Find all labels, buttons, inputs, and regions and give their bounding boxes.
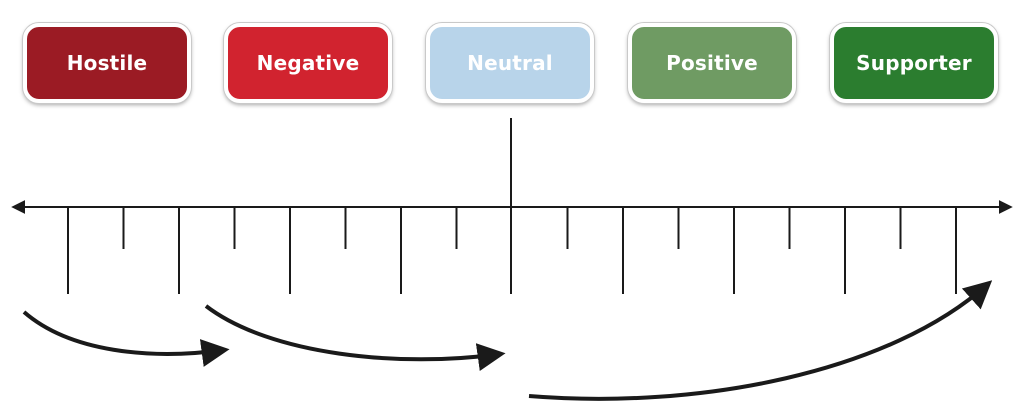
category-label-neutral: Neutral (467, 51, 553, 75)
shift-arrow-negative-to-neutral (204, 304, 506, 371)
category-label-hostile: Hostile (66, 51, 148, 75)
category-box-hostile: Hostile (23, 23, 191, 103)
shift-arrow-neutral-to-supporter (528, 280, 993, 401)
shift-arrow-hostile-to-negative (22, 310, 230, 367)
category-label-positive: Positive (666, 51, 758, 75)
category-label-supporter: Supporter (856, 51, 972, 75)
category-box-supporter: Supporter (830, 23, 998, 103)
scale-ticks (67, 207, 957, 294)
category-label-negative: Negative (256, 51, 360, 75)
category-box-neutral: Neutral (426, 23, 594, 103)
category-box-negative: Negative (224, 23, 392, 103)
category-box-positive: Positive (628, 23, 796, 103)
